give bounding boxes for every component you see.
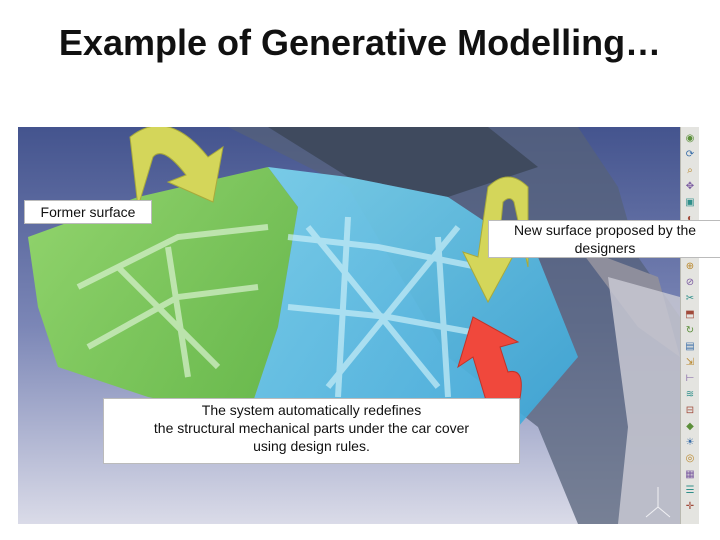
pan-icon[interactable]: ✥ xyxy=(685,181,695,192)
measure-icon[interactable]: ⊢ xyxy=(685,373,695,384)
new-surface-label-line2: designers xyxy=(574,240,636,256)
render-icon[interactable]: ◐ xyxy=(686,213,694,224)
section-icon[interactable]: ⊟ xyxy=(685,405,695,416)
axis-compass-icon[interactable] xyxy=(645,487,671,518)
compass-icon[interactable]: ✛ xyxy=(685,501,695,512)
cad-toolbar: ◉⟳⌕✥▣◐◇∿⊕⊘✂⬒↻▤⇲⊢≋⊟◆☀◎▦☰✛ xyxy=(680,127,699,524)
offset-icon[interactable]: ⇲ xyxy=(685,357,695,368)
slide-title: Example of Generative Modelling… xyxy=(58,22,662,63)
trim-icon[interactable]: ✂ xyxy=(685,293,695,304)
zoom-icon[interactable]: ⌕ xyxy=(687,165,693,176)
former-surface-callout: Former surface xyxy=(24,200,152,224)
analysis-icon[interactable]: ≋ xyxy=(685,389,695,400)
sweep-icon[interactable]: ↻ xyxy=(685,325,695,336)
car-hood-model xyxy=(18,127,680,524)
split-icon[interactable]: ⊘ xyxy=(685,277,695,288)
system-label-line1: The system automatically redefines xyxy=(201,402,422,418)
join-icon[interactable]: ⊕ xyxy=(685,261,695,272)
rotate-icon[interactable]: ⟳ xyxy=(685,149,695,160)
fit-icon[interactable]: ▣ xyxy=(685,197,695,208)
new-surface-label-line1: New surface proposed by the xyxy=(513,222,697,238)
system-callout: The system automatically redefines the s… xyxy=(103,398,520,464)
new-surface-callout: New surface proposed by the designers xyxy=(488,220,720,258)
system-label-line2: the structural mechanical parts under th… xyxy=(153,420,470,436)
material-icon[interactable]: ◆ xyxy=(686,421,694,432)
cad-3d-viewport[interactable] xyxy=(18,127,680,524)
former-surface-label: Former surface xyxy=(40,204,136,220)
system-label-line3: using design rules. xyxy=(253,438,370,454)
light-icon[interactable]: ☀ xyxy=(685,437,695,448)
extrude-icon[interactable]: ⬒ xyxy=(685,309,695,320)
view-icon[interactable]: ◉ xyxy=(685,133,695,144)
scene-icon[interactable]: ▦ xyxy=(685,469,695,480)
layer-icon[interactable]: ☰ xyxy=(685,485,695,496)
camera-icon[interactable]: ◎ xyxy=(685,453,695,464)
fill-icon[interactable]: ▤ xyxy=(685,341,695,352)
